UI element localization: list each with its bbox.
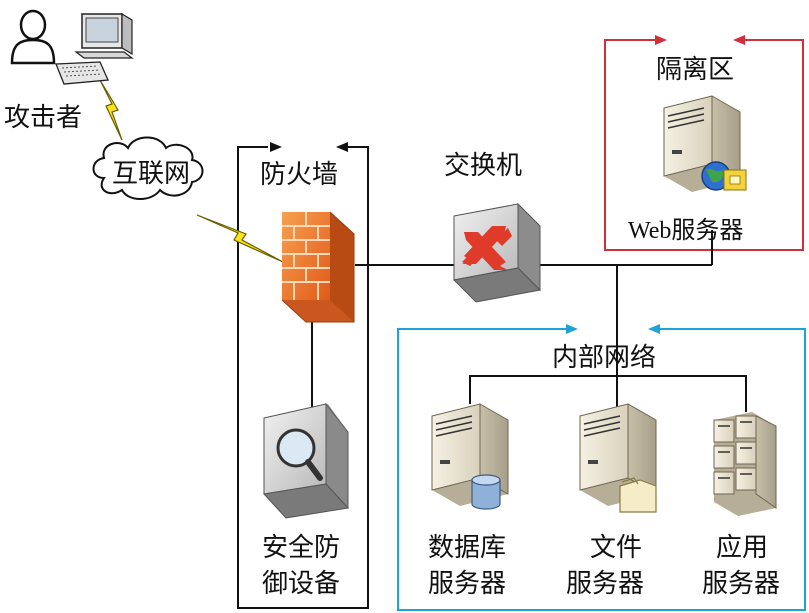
security-device-icon — [263, 402, 349, 519]
attacker-person-icon — [10, 9, 56, 65]
computer-icon — [55, 12, 134, 85]
dmz-zone-frame — [604, 35, 804, 251]
application-server-label-line1: 应用 — [716, 533, 768, 563]
application-server-label-line2: 服务器 — [702, 569, 780, 599]
database-server-label-line1: 数据库 — [428, 533, 506, 563]
attacker-label: 攻击者 — [4, 103, 82, 133]
internal-network-label: 内部网络 — [552, 343, 656, 373]
security-device-label-line1: 安全防 — [262, 533, 340, 563]
firewall-label: 防火墙 — [260, 160, 338, 190]
switch-icon — [452, 202, 542, 303]
database-server-icon — [431, 403, 509, 510]
file-server-icon — [579, 403, 657, 513]
firewall-zone-frame — [237, 142, 369, 609]
firewall-icon — [281, 211, 355, 323]
switch-label: 交换机 — [444, 151, 522, 181]
web-server-label: Web服务器 — [628, 217, 743, 244]
network-links — [311, 230, 747, 412]
application-server-icon — [713, 412, 777, 516]
internet-label: 互联网 — [112, 159, 190, 189]
dmz-label: 隔离区 — [656, 55, 734, 85]
cloud-icon — [92, 136, 204, 200]
database-server-label-line2: 服务器 — [428, 569, 506, 599]
security-device-label-line2: 御设备 — [262, 569, 340, 599]
lightning-bolt-lower — [196, 214, 284, 263]
web-server-icon — [663, 95, 747, 192]
file-server-label-line2: 服务器 — [566, 569, 644, 599]
file-server-label-line1: 文件 — [590, 533, 642, 563]
lightning-bolt-upper — [99, 79, 123, 141]
internal-zone-frame — [397, 324, 806, 611]
